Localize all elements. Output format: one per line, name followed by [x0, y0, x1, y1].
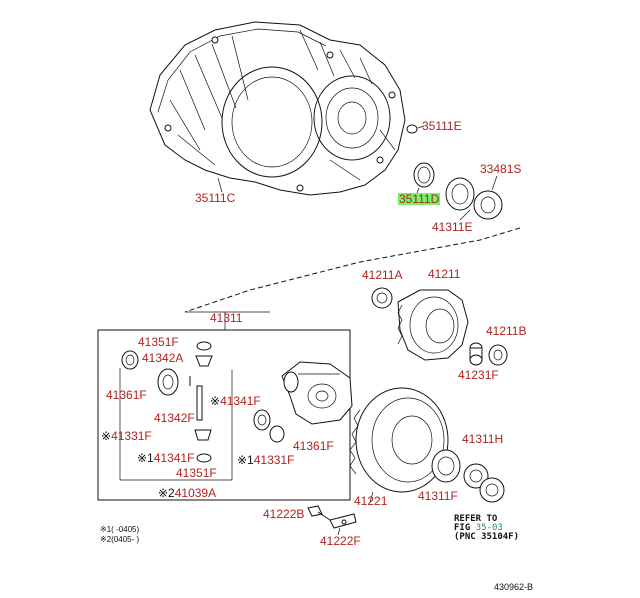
- bearing-41311e: [445, 175, 503, 221]
- refer-to-line2[interactable]: FIG 35-03: [454, 523, 503, 533]
- label-41311e[interactable]: 41311E: [432, 220, 473, 234]
- label-41351f-top[interactable]: 41351F: [138, 335, 179, 349]
- label-41311f[interactable]: 41311F: [418, 489, 458, 503]
- label-41311[interactable]: 41311: [210, 311, 243, 325]
- label-41211b[interactable]: 41211B: [486, 324, 527, 338]
- label-41231f[interactable]: 41231F: [458, 368, 499, 382]
- refer-to-line3: (PNC 35104F): [454, 532, 520, 542]
- refer-to-line1: REFER TO: [454, 514, 498, 524]
- label-41342a[interactable]: 41342A: [142, 351, 184, 365]
- bearing-41311h: [431, 449, 489, 489]
- bearing-41211a: [371, 287, 393, 309]
- mark-x: ※: [210, 394, 221, 408]
- mark-x1: ※1: [237, 453, 254, 467]
- mark-x: ※: [101, 429, 112, 443]
- label-41342f[interactable]: 41342F: [154, 411, 195, 425]
- plug-35111e: [406, 124, 425, 134]
- label-41222f[interactable]: 41222F: [320, 534, 361, 548]
- bearing-41311f: [479, 477, 505, 503]
- differential-internal-parts: [119, 341, 285, 481]
- label-41361f-right[interactable]: 41361F: [293, 439, 334, 453]
- differential-case-box: [97, 329, 351, 501]
- fig-link[interactable]: 35-03: [475, 523, 503, 533]
- carrier-41211: [397, 289, 469, 361]
- bearing-41211b: [488, 344, 508, 366]
- seal-35111d: [413, 162, 435, 194]
- mark-x1: ※1: [137, 451, 154, 465]
- label-41351f-bottom[interactable]: 41351F: [176, 466, 217, 480]
- assembly-leader: [184, 227, 521, 313]
- label-41341f-bottom[interactable]: ※141341F: [137, 451, 195, 465]
- speedometer-drive-parts: [307, 505, 357, 536]
- label-41211a[interactable]: 41211A: [362, 268, 403, 282]
- sleeve-41231f: [469, 342, 483, 366]
- label-41039a[interactable]: ※241039A: [158, 486, 217, 500]
- label-35111d[interactable]: 35111D: [398, 192, 441, 206]
- ring-gear-41221: [349, 387, 449, 503]
- label-41331f-right[interactable]: ※141331F: [237, 453, 295, 467]
- differential-case: [281, 361, 353, 425]
- footnote-1: ※1( -0405): [100, 525, 140, 534]
- label-35111e-top[interactable]: 35111E: [422, 119, 462, 133]
- label-41221[interactable]: 41221: [354, 494, 388, 508]
- mark-x2: ※2: [158, 486, 175, 500]
- footnote-2: ※2(0405- ): [100, 535, 140, 544]
- label-41222b[interactable]: 41222B: [263, 507, 305, 521]
- label-41311h[interactable]: 41311H: [462, 432, 504, 446]
- label-41211[interactable]: 41211: [428, 267, 461, 281]
- label-35111c[interactable]: 35111C: [195, 191, 236, 205]
- label-41361f-left[interactable]: 41361F: [106, 388, 147, 402]
- diagram-code: 430962-B: [494, 582, 534, 592]
- label-41331f-left[interactable]: ※41331F: [101, 429, 152, 443]
- label-33481s[interactable]: 33481S: [480, 162, 522, 176]
- label-41341f-right[interactable]: ※41341F: [210, 394, 261, 408]
- transmission-housing: [149, 21, 406, 196]
